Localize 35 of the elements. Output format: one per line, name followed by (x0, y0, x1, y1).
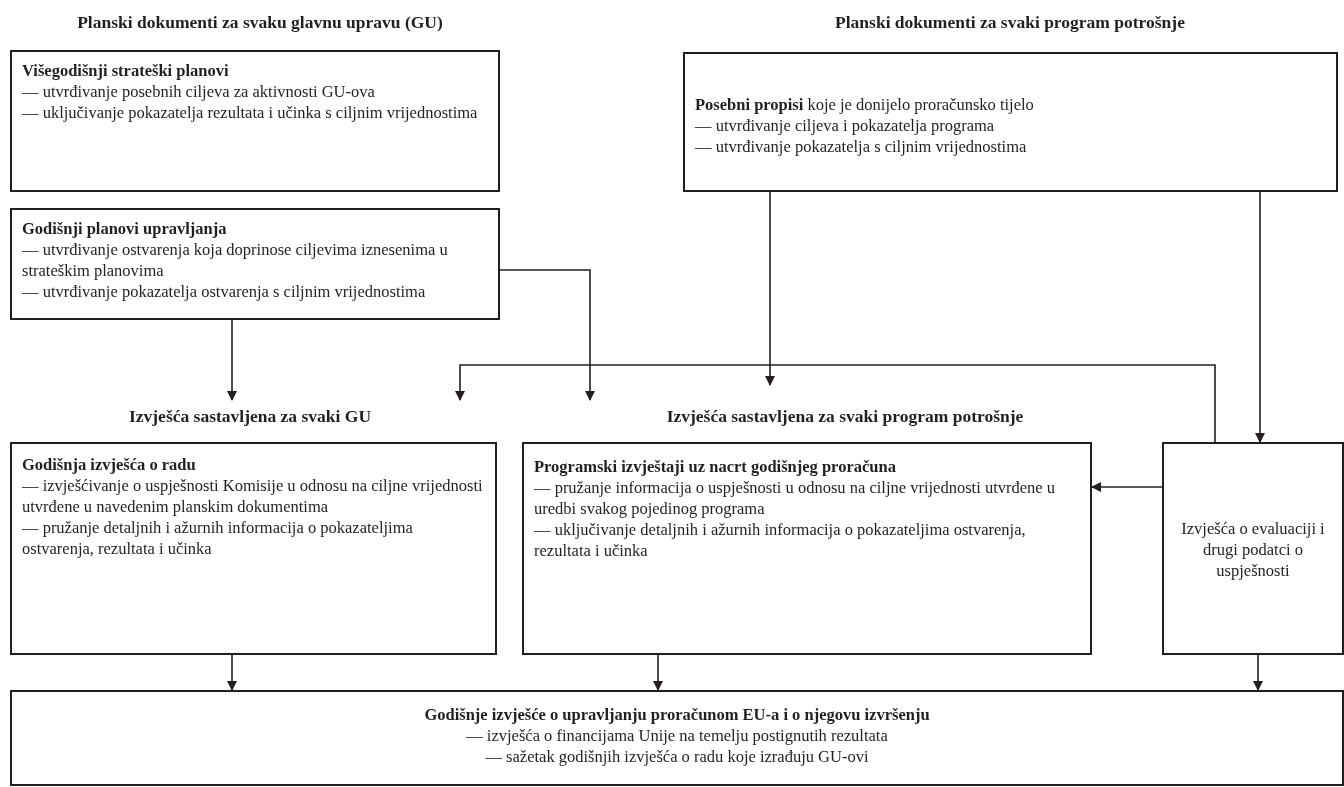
arrow (499, 269, 595, 401)
bullet-text: — pružanje detaljnih i ažurnih informacija o pokazateljima ostvarenja, rezultata i učinka (22, 517, 414, 559)
box-heading: Godišnji planovi upravljanja (22, 218, 228, 239)
box-heading: Godišnje izvješće o upravljanju proračunom EU-a i o njegovu izvršenju (423, 704, 931, 725)
box-heading: Programski izvještaji uz nacrt godišnjeg proračuna (534, 456, 897, 477)
box-text: Posebni propisi koje je donijelo proračunsko tijelo (695, 94, 1035, 115)
arrow (227, 319, 237, 401)
bullet-text: — izvješća o financijama Unije na temelju postignutih rezultata (465, 725, 889, 746)
bullet-text: — utvrđivanje ciljeva i pokazatelja programa (695, 115, 996, 136)
text-box (683, 52, 1338, 192)
arrow (227, 654, 237, 691)
box-text: Izvješća o evaluaciji i drugi podatci o uspješnosti (1180, 518, 1326, 581)
box-heading: Višegodišnji strateški planovi (22, 60, 230, 81)
arrow (1255, 191, 1265, 443)
text-box (10, 690, 1344, 786)
bullet-text: — utvrđivanje pokazatelja ostvarenja s ciljnim vrijednostima (22, 281, 427, 302)
arrow (455, 364, 1216, 443)
bullet-text: — utvrđivanje pokazatelja s ciljnim vrijednostima (695, 136, 1028, 157)
bullet-text: — uključivanje detaljnih i ažurnih informacija o pokazateljima ostvarenja, rezultata i učinka (534, 519, 1027, 561)
bullet-text: — uključivanje pokazatelja rezultata i učinka s ciljnim vrijednostima (22, 102, 479, 123)
text-box (1162, 442, 1344, 655)
bullet-text: — sažetak godišnjih izvješća o radu koje izrađuju GU-ovi (484, 746, 870, 767)
bullet-text: — izvješćivanje o uspješnosti Komisije u odnosu na ciljne vrijednosti utvrđene u navedenim planskim dokumentima (22, 475, 484, 517)
bullet-text: — utvrđivanje ostvarenja koja doprinose ciljevima iznesenima u strateškim planovima (22, 239, 449, 281)
text-box (522, 442, 1092, 655)
text-box (10, 442, 497, 655)
text-box (10, 50, 500, 192)
arrow (1091, 482, 1163, 492)
bullet-text: — pružanje informacija o uspješnosti u odnosu na ciljne vrijednosti utvrđene u uredbi svakog pojedinog programa (534, 477, 1056, 519)
arrow (1253, 654, 1263, 691)
bullet-text: — utvrđivanje posebnih ciljeva za aktivnosti GU-ova (22, 81, 376, 102)
arrow (765, 191, 775, 386)
text-box (10, 208, 500, 320)
box-heading: Godišnja izvješća o radu (22, 454, 197, 475)
arrow (653, 654, 663, 691)
